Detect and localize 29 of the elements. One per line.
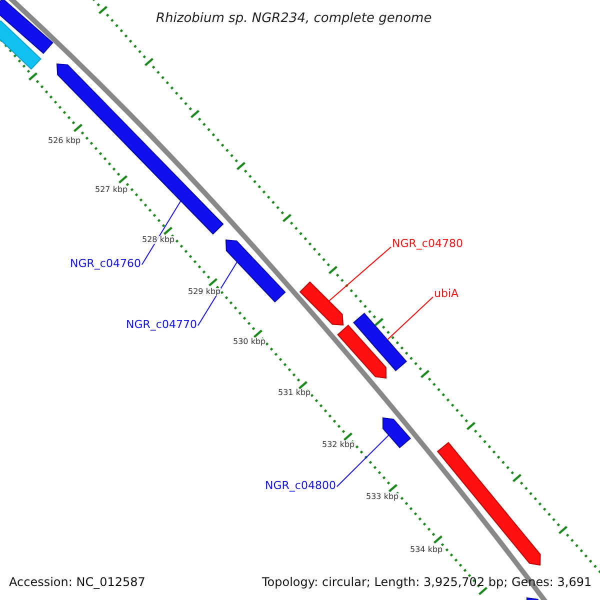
gene-bar [337,324,386,379]
scale-label: 529 kbp [188,288,221,296]
scale-label: 526 kbp [48,137,81,145]
title: Rhizobium sp. NGR234, complete genome [156,12,432,25]
gene-label: ubiA [434,288,459,299]
gene-bar [0,20,42,70]
gene-label: NGR_c04770 [126,319,197,330]
gene-label: NGR_c04760 [70,258,141,269]
gene-bar [0,0,54,54]
gene-bar [299,281,344,326]
gene-bar [225,239,286,302]
scale-label: 530 kbp [233,338,266,346]
gene-label: NGR_c04780 [392,238,463,249]
leader-line [328,246,392,302]
scale-label: 533 kbp [366,493,399,501]
gene-label: NGR_c04800 [265,480,336,491]
accession-text: Accession: NC_012587 [9,576,146,588]
leader-line [336,434,390,488]
gene-bar [353,312,407,372]
scale-label: 532 kbp [322,441,355,449]
genome-summary: Topology: circular; Length: 3,925,702 bp; Genes: 3,691 [262,576,592,588]
scale-label: 531 kbp [278,389,311,397]
leader-line [386,296,434,340]
gene-bar [382,417,411,448]
scale-label: 534 kbp [410,546,443,554]
leader-line [197,261,238,326]
scale-label: 528 kbp [142,236,175,244]
leader-line [141,200,182,266]
scale-label: 527 kbp [95,186,128,194]
